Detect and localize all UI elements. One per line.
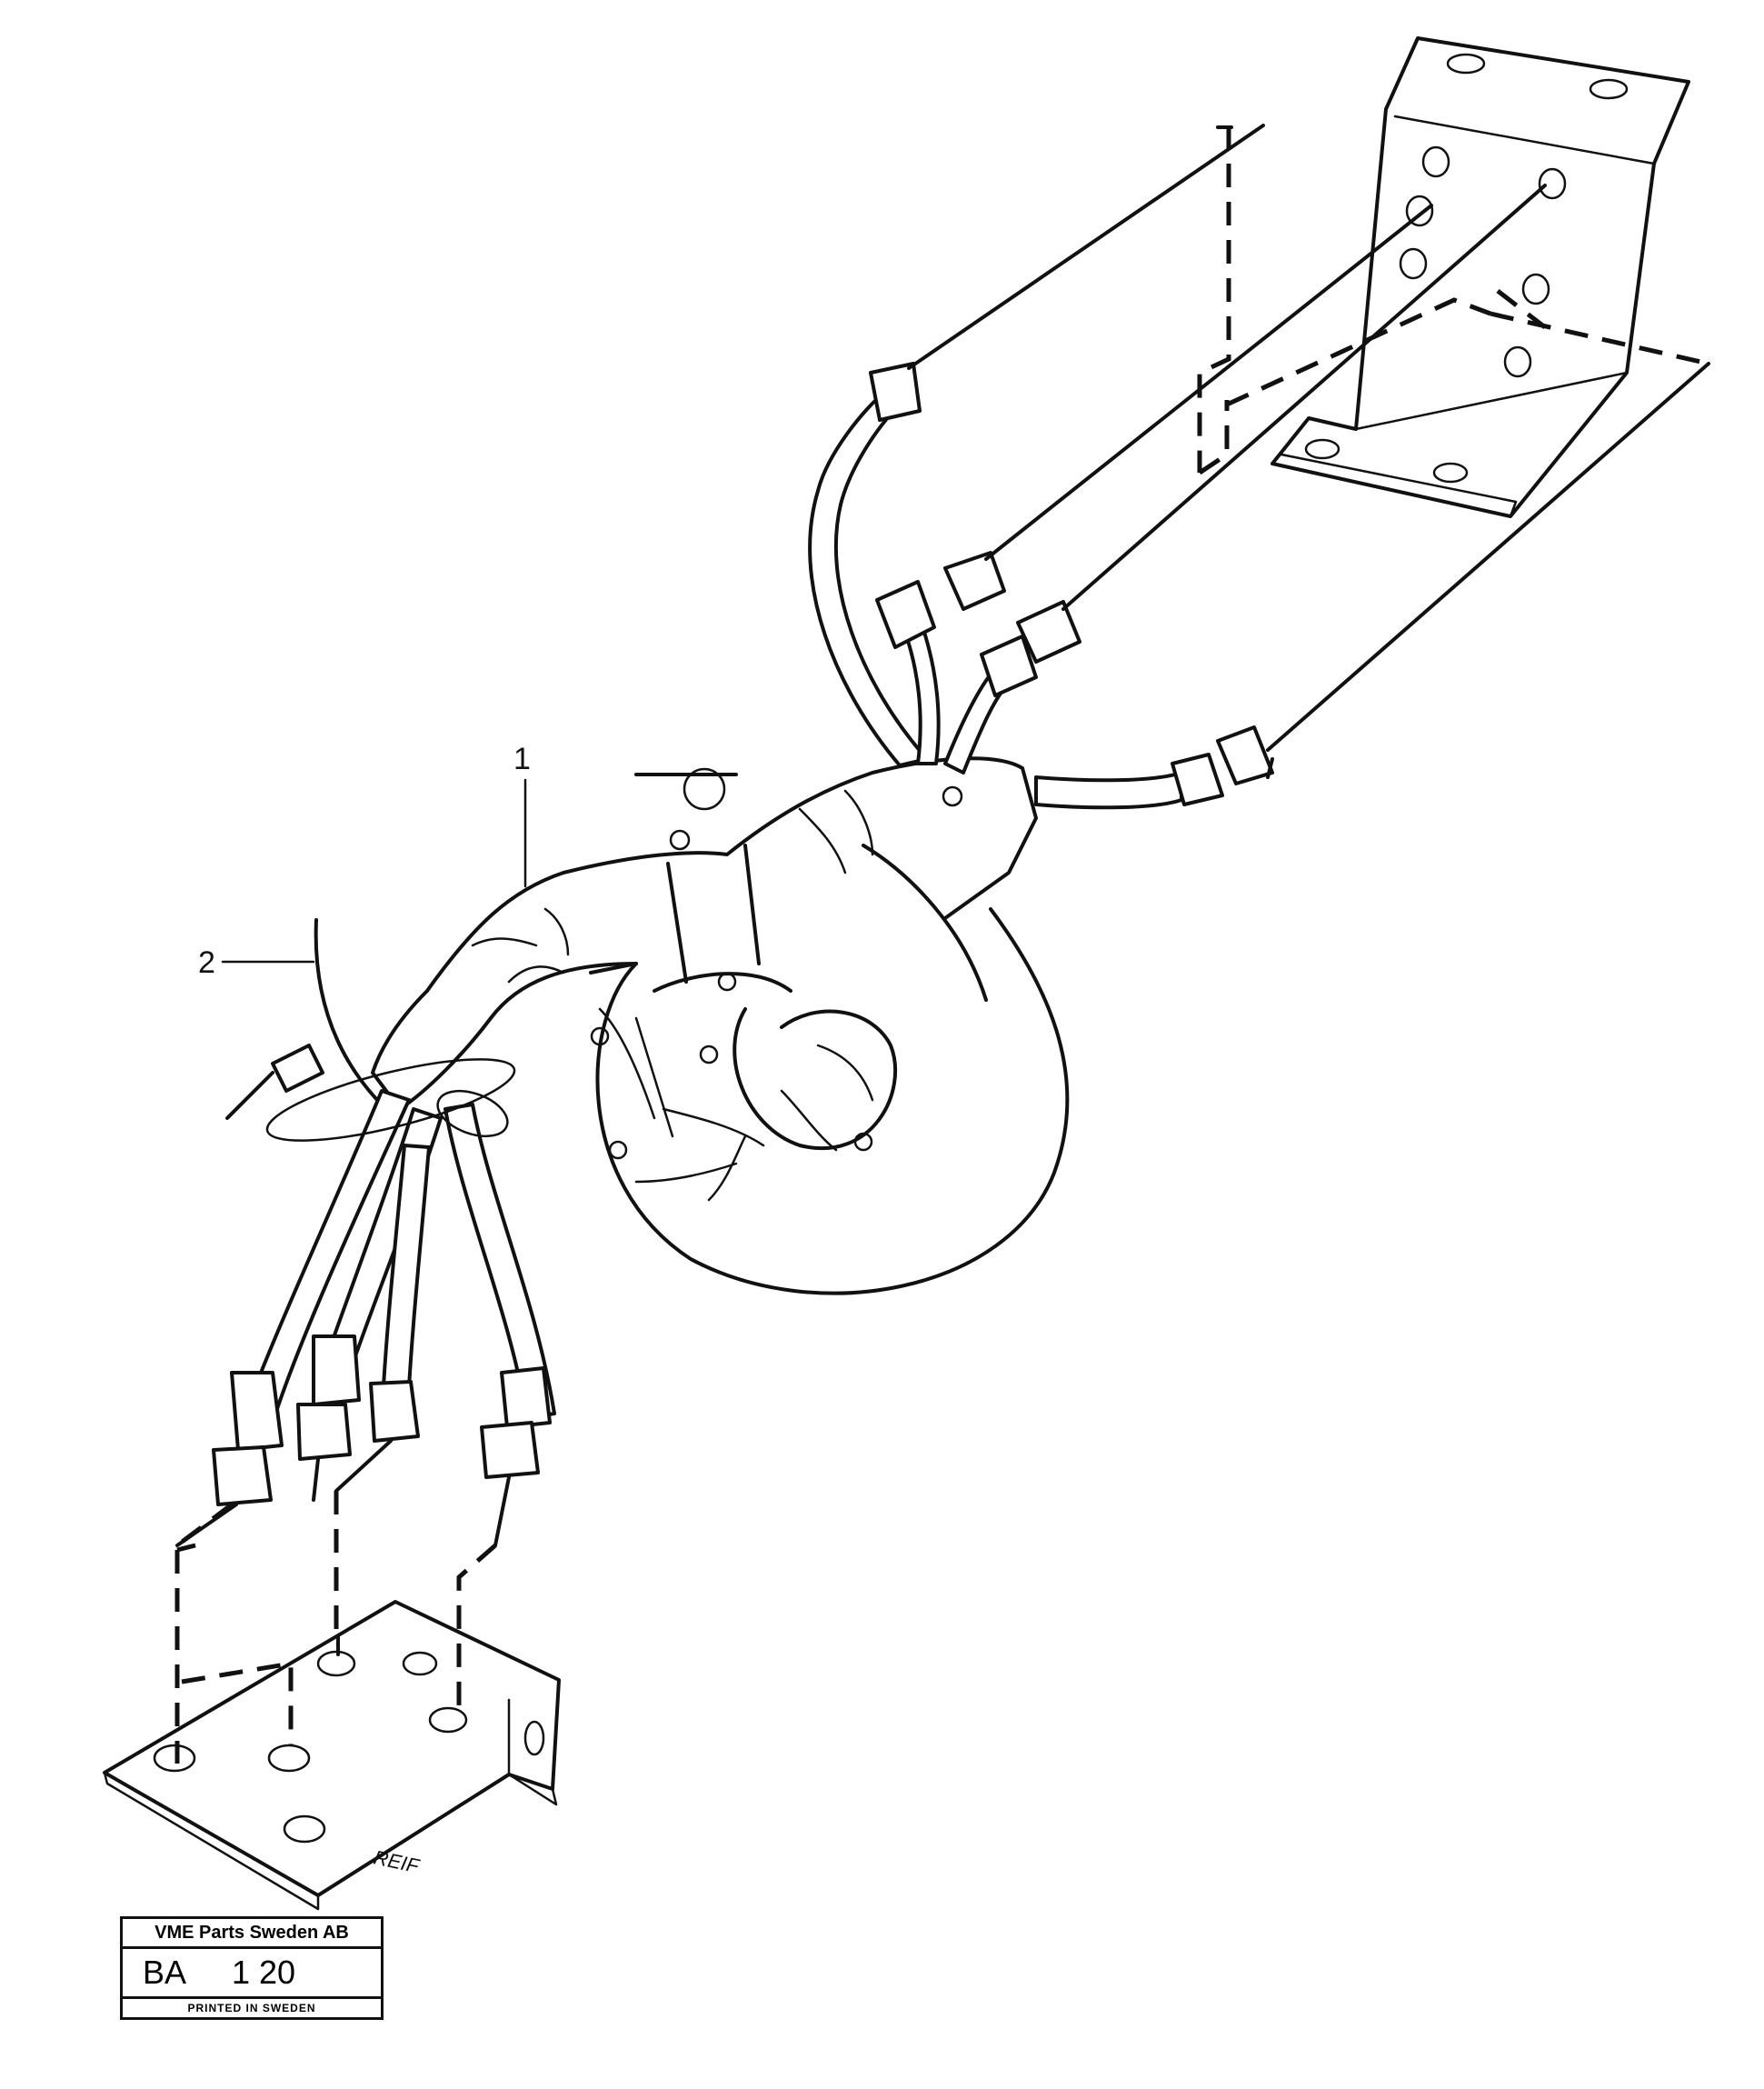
hose-coil (371, 756, 1070, 1295)
title-block-group: BA (143, 1954, 187, 1991)
lower-bracket: REIF (103, 1600, 561, 1911)
title-block-number: 1 20 (232, 1954, 296, 1991)
callout-1-label: 1 (513, 742, 531, 776)
bracket-marking: REIF (372, 1845, 423, 1877)
callout-2-label: 2 (198, 945, 215, 980)
title-block-printed: PRINTED IN SWEDEN (187, 2002, 316, 2014)
callout-1: 1 (513, 742, 531, 888)
upper-bracket (1271, 36, 1690, 518)
lower-hoses (174, 1044, 556, 1764)
title-block-code: BA 1 20 (123, 1949, 381, 1999)
callout-2: 2 (198, 945, 315, 980)
title-block: VME Parts Sweden AB BA 1 20 PRINTED IN S… (120, 1916, 384, 2020)
title-block-company: VME Parts Sweden AB (123, 1919, 381, 1949)
upper-hoses (808, 124, 1710, 810)
wire-item-2 (314, 918, 379, 1102)
